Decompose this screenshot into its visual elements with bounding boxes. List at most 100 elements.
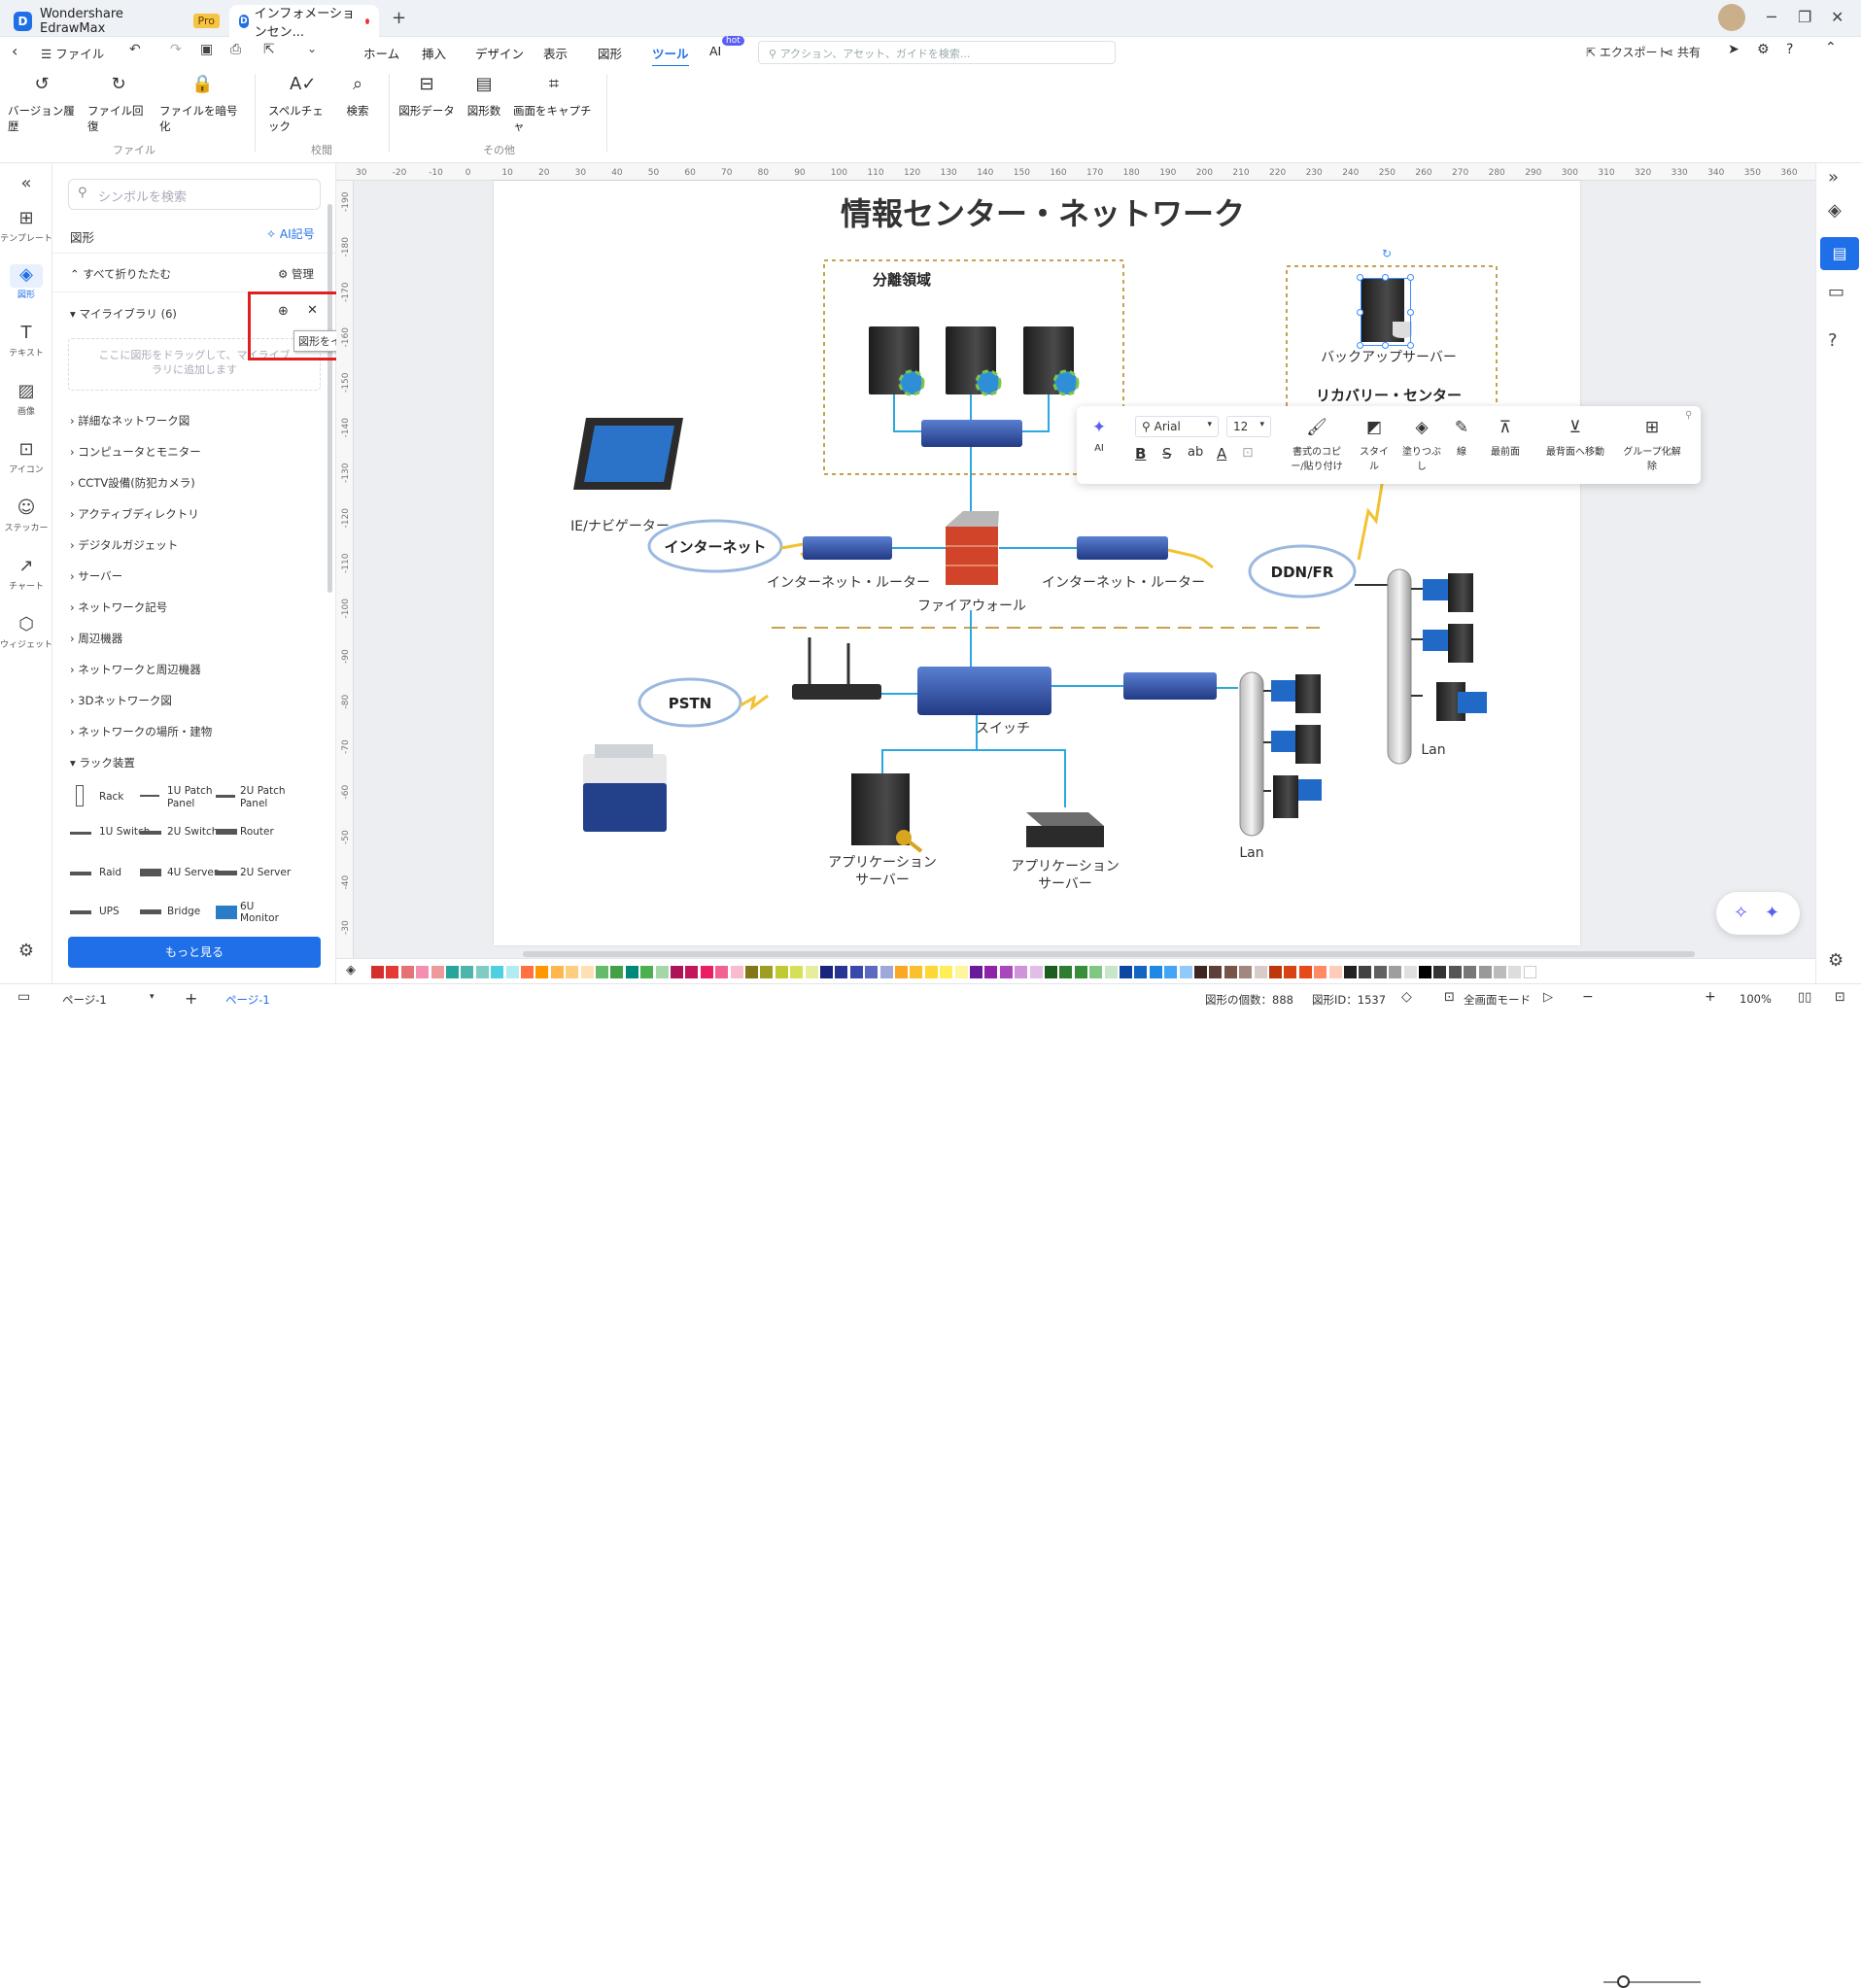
- ddn-label[interactable]: DDN/FR: [1271, 564, 1334, 581]
- color-swatch[interactable]: [521, 966, 534, 978]
- workstation-icon[interactable]: [1436, 682, 1487, 721]
- color-swatch[interactable]: [760, 966, 774, 978]
- lan-backbone-icon[interactable]: [1387, 568, 1412, 765]
- font-size-select[interactable]: 12▾: [1226, 416, 1271, 437]
- color-swatch[interactable]: [1419, 966, 1431, 978]
- menu-view[interactable]: 表示: [543, 47, 569, 61]
- internet-label[interactable]: インターネット: [664, 538, 766, 556]
- color-swatch[interactable]: [879, 966, 893, 978]
- internet-cloud-icon[interactable]: [647, 519, 783, 573]
- color-swatch[interactable]: [475, 966, 489, 978]
- menu-design[interactable]: デザイン: [475, 47, 525, 61]
- color-swatch[interactable]: [1448, 966, 1462, 978]
- category-3d-network[interactable]: › 3Dネットワーク図: [70, 693, 172, 708]
- menu-tools[interactable]: ツール: [652, 44, 689, 67]
- category-cctv[interactable]: › CCTV設備(防犯カメラ): [70, 475, 195, 491]
- color-swatch[interactable]: [984, 966, 998, 978]
- menu-ai[interactable]: AI: [709, 44, 722, 58]
- color-swatch[interactable]: [865, 966, 879, 978]
- color-swatch[interactable]: [895, 966, 908, 978]
- fill-button[interactable]: ◈塗りつぶし: [1399, 418, 1444, 472]
- lan-backbone-icon[interactable]: [1239, 671, 1264, 837]
- settings-gear-icon[interactable]: ⚙: [1757, 42, 1770, 57]
- color-swatch[interactable]: [625, 966, 638, 978]
- color-swatch[interactable]: [1134, 966, 1148, 978]
- patch-panel-shape-icon[interactable]: [140, 795, 159, 797]
- close-library-icon[interactable]: ✕: [307, 303, 318, 318]
- rail-icons[interactable]: ⊡アイコン: [0, 439, 52, 475]
- color-swatch[interactable]: [1074, 966, 1087, 978]
- selection-box[interactable]: [1361, 278, 1411, 346]
- color-swatch[interactable]: [580, 966, 594, 978]
- send-back-button[interactable]: ⊻最背面へ移動: [1541, 418, 1609, 458]
- color-swatch[interactable]: [849, 966, 863, 978]
- color-swatch[interactable]: [1344, 966, 1357, 978]
- fill-color-icon[interactable]: ◈: [346, 963, 356, 977]
- color-swatch[interactable]: [535, 966, 549, 978]
- resize-handle[interactable]: [1407, 274, 1414, 281]
- share-button[interactable]: ⋖ 共有: [1664, 44, 1701, 60]
- resize-handle[interactable]: [1407, 309, 1414, 316]
- app-server-1-label-line1[interactable]: アプリケーション: [828, 855, 937, 871]
- firewall-icon[interactable]: [946, 511, 999, 585]
- workstation-icon[interactable]: [1271, 725, 1321, 764]
- color-swatch[interactable]: [924, 966, 938, 978]
- ddn-cloud-icon[interactable]: [1248, 544, 1357, 599]
- color-swatch[interactable]: [655, 966, 669, 978]
- ai-button[interactable]: ✦AI: [1086, 418, 1112, 454]
- color-swatch[interactable]: [446, 966, 459, 978]
- font-family-select[interactable]: ⚲ Arial▾: [1135, 416, 1219, 437]
- color-swatch[interactable]: [970, 966, 982, 978]
- resize-handle[interactable]: [1407, 342, 1414, 349]
- my-library-header[interactable]: ▾ マイライブラリ (6): [70, 306, 177, 322]
- fill-panel-icon[interactable]: ◈: [1828, 200, 1842, 221]
- shape-count-button[interactable]: ▤図形数: [463, 74, 505, 119]
- color-swatch[interactable]: [550, 966, 564, 978]
- color-swatch[interactable]: [400, 966, 414, 978]
- find-button[interactable]: ⌕検索: [340, 74, 375, 119]
- page-layout-icon[interactable]: ▭: [17, 989, 31, 1005]
- screen-capture-button[interactable]: ⌗画面をキャプチャ: [513, 74, 595, 134]
- library-drop-zone[interactable]: ここに図形をドラッグして、マイライブラリに追加します: [68, 338, 321, 391]
- pin-icon[interactable]: ⚲: [1685, 410, 1693, 421]
- color-swatch[interactable]: [1403, 966, 1417, 978]
- color-swatch[interactable]: [461, 966, 474, 978]
- color-swatch[interactable]: [1389, 966, 1402, 978]
- add-page-icon[interactable]: +: [185, 989, 198, 1008]
- zoom-level[interactable]: 100%: [1740, 992, 1772, 1006]
- fullscreen-mode-button[interactable]: 全画面モード: [1464, 993, 1531, 1007]
- page-properties-icon[interactable]: ▤: [1820, 237, 1859, 270]
- workstation-icon[interactable]: [1273, 775, 1322, 818]
- switch-device-icon[interactable]: [1123, 672, 1217, 700]
- layers-icon[interactable]: ◇: [1401, 989, 1412, 1005]
- panel-scrollbar[interactable]: [327, 204, 332, 593]
- export-quick-icon[interactable]: ⇱: [263, 42, 275, 57]
- color-swatch[interactable]: [1029, 966, 1043, 978]
- color-swatch[interactable]: [940, 966, 953, 978]
- rail-widgets[interactable]: ⬡ウィジェット: [0, 614, 52, 650]
- color-swatch[interactable]: [1478, 966, 1492, 978]
- ai-magic-icon[interactable]: ✧: [1734, 903, 1749, 923]
- minimize-icon[interactable]: ─: [1767, 8, 1776, 26]
- color-swatch[interactable]: [1120, 966, 1132, 978]
- rack-shape-icon[interactable]: [76, 785, 84, 806]
- color-swatch[interactable]: [1284, 966, 1297, 978]
- rotate-handle-icon[interactable]: ↻: [1382, 247, 1393, 260]
- color-swatch[interactable]: [1328, 966, 1342, 978]
- line-button[interactable]: ✎線: [1452, 418, 1471, 458]
- ie-navigator-label[interactable]: IE/ナビゲーター: [570, 519, 670, 534]
- color-swatch[interactable]: [671, 966, 683, 978]
- version-history-button[interactable]: ↺バージョン履歴: [8, 74, 76, 134]
- zoom-in-icon[interactable]: +: [1705, 989, 1716, 1005]
- router-device-icon[interactable]: [1077, 536, 1168, 560]
- color-swatch[interactable]: [775, 966, 788, 978]
- export-button[interactable]: ⇱ エクスポート: [1586, 44, 1670, 60]
- presentation-icon[interactable]: ▭: [1828, 282, 1845, 302]
- page-select[interactable]: ページ-1▾: [62, 992, 159, 1008]
- strikethrough-icon[interactable]: S: [1162, 445, 1172, 463]
- diagram-title[interactable]: 情報センター・ネットワーク: [841, 195, 1245, 232]
- back-icon[interactable]: ‹: [12, 42, 18, 60]
- category-network-symbols[interactable]: › ネットワーク記号: [70, 600, 167, 615]
- color-swatch[interactable]: [1269, 966, 1282, 978]
- color-swatch[interactable]: [1494, 966, 1506, 978]
